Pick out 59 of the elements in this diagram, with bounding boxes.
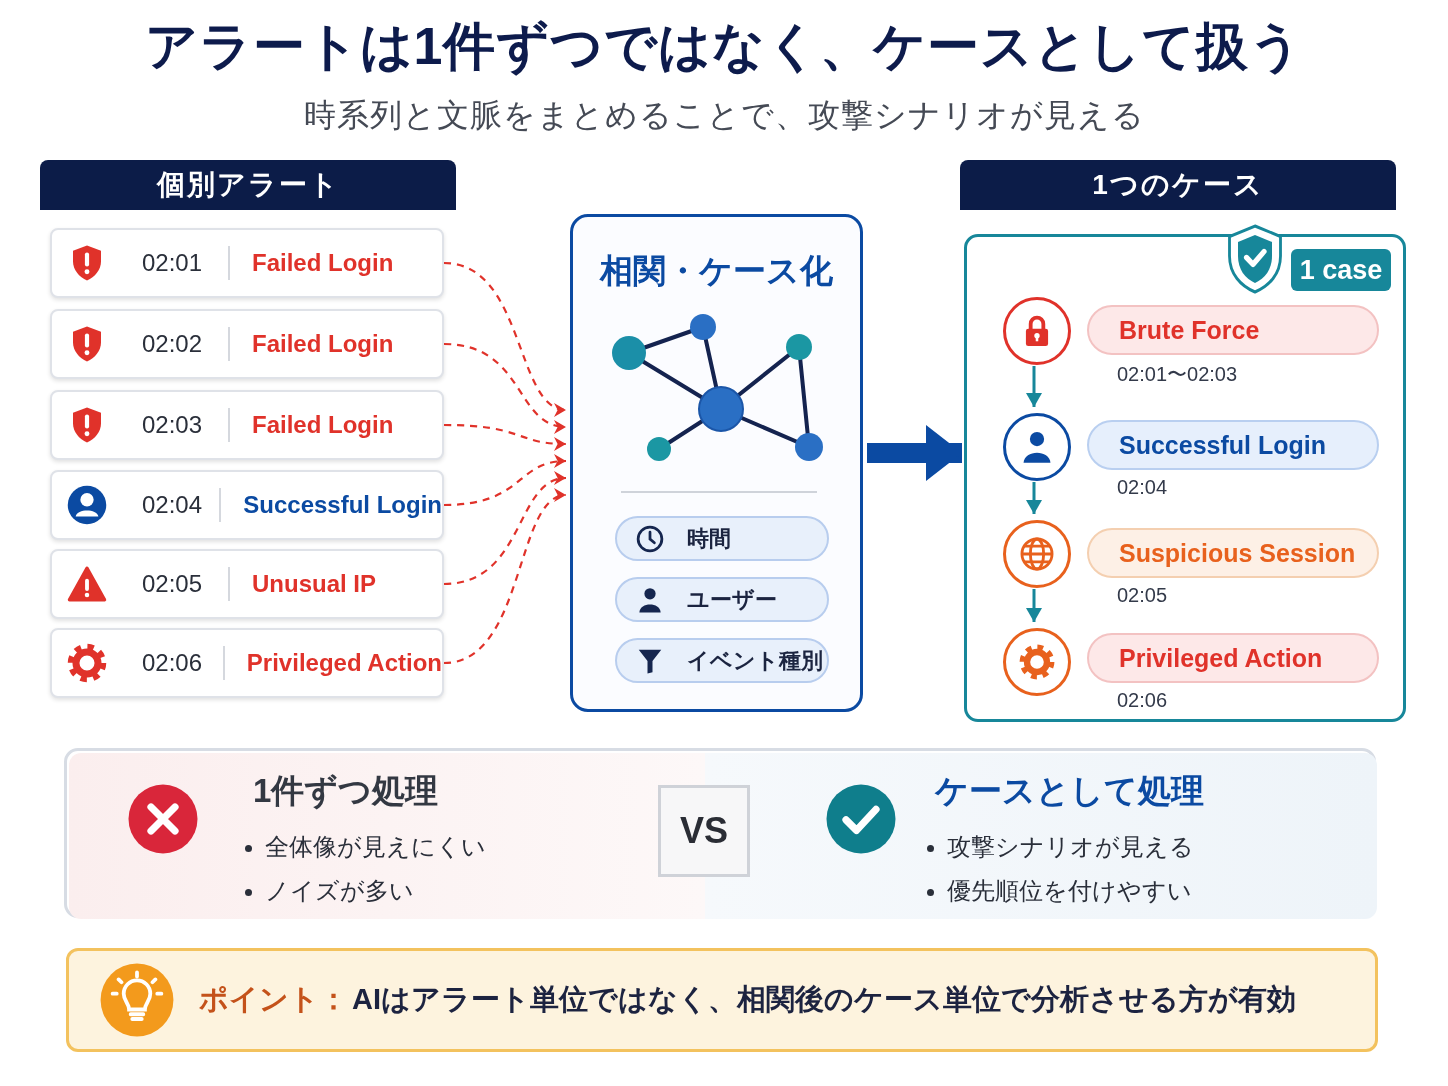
time-label: 02:06 <box>1117 689 1168 711</box>
arrow <box>443 473 567 586</box>
point-heading: ポイント： <box>199 982 348 1017</box>
title: アラートは1件ずつではなく、ケースとして扱う <box>144 17 1304 75</box>
section-heading: 1件ずつ処理 <box>253 772 439 809</box>
arrow <box>1026 482 1042 514</box>
event-label: Unusual IP <box>252 570 377 598</box>
subtitle: 時系列と文脈をまとめることで、攻撃シナリオが見える <box>303 97 1145 133</box>
time-label: 02:05 <box>142 570 204 598</box>
time-label: 02:04 <box>1117 476 1168 498</box>
event-label: Failed Login <box>252 249 394 277</box>
filter-label: ユーザー <box>687 585 777 614</box>
alert-card <box>50 228 444 298</box>
alert-card <box>50 309 444 379</box>
correlation-panel <box>570 214 863 712</box>
arrow <box>443 342 567 433</box>
event-label: Failed Login <box>252 330 394 358</box>
event-pill: Privileged Action <box>1087 633 1379 683</box>
arrow <box>1026 589 1042 622</box>
time-label: 02:06 <box>142 649 204 677</box>
filter-pill <box>615 577 829 622</box>
arrow <box>443 261 567 414</box>
time-label: 02:05 <box>1117 584 1168 606</box>
arrow <box>443 423 567 451</box>
arrow <box>443 491 567 665</box>
event-label: Successful Login <box>243 491 442 519</box>
time-label: 02:01〜02:03 <box>1117 363 1238 385</box>
arrow <box>867 425 962 481</box>
filter-pill <box>615 516 829 561</box>
alert-card <box>50 549 444 619</box>
alert-card <box>50 470 444 540</box>
header-band: 1つのケース <box>960 160 1396 210</box>
header-band: 個別アラート <box>40 160 456 210</box>
filter-pill <box>615 638 829 683</box>
time-label: 02:04 <box>142 491 204 519</box>
point-banner <box>66 948 1378 1052</box>
event-pill: Brute Force <box>1087 305 1379 355</box>
point-text: AIはアラート単位ではなく、相関後のケース単位で分析させる方が有効 <box>352 982 1296 1017</box>
bullet-text: 全体像が見えにくい <box>265 833 486 860</box>
filter-label: イベント種別 <box>687 646 823 675</box>
time-label: 02:03 <box>142 411 204 439</box>
panel-heading: 相関・ケース化 <box>600 252 833 289</box>
alert-card <box>50 628 444 698</box>
case-badge: 1 case <box>1291 249 1391 291</box>
filter-label: 時間 <box>687 524 731 553</box>
bullet-text: 優先順位を付けやすい <box>947 877 1192 904</box>
event-label: Privileged Action <box>246 649 442 677</box>
alert-card <box>50 390 444 460</box>
bullet-text: ノイズが多い <box>265 877 414 904</box>
comparison-panel <box>64 748 1376 918</box>
event-label: Failed Login <box>252 411 394 439</box>
time-label: 02:01 <box>142 249 204 277</box>
time-label: 02:02 <box>142 330 204 358</box>
arrow <box>1026 366 1042 407</box>
arrow <box>443 454 567 507</box>
section-heading: ケースとして処理 <box>935 772 1204 809</box>
bullet-text: 攻撃シナリオが見える <box>947 833 1194 860</box>
event-pill: Successful Login <box>1087 420 1379 470</box>
event-pill: Suspicious Session <box>1087 528 1379 578</box>
